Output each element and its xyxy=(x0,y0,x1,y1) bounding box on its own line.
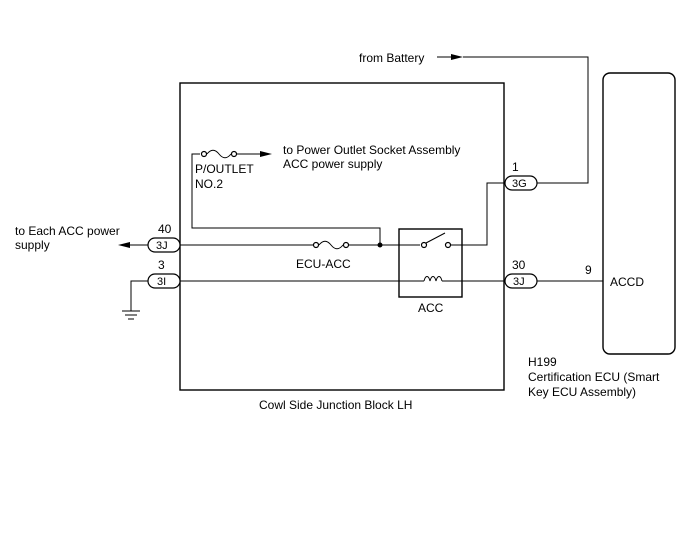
acc-relay-box xyxy=(398,228,463,298)
connector-3J-right-label: 3J xyxy=(513,276,525,288)
to-each-acc-line1: to Each ACC power xyxy=(15,224,120,238)
p-outlet-arrow-head xyxy=(260,151,272,157)
connector-3I-label: 3I xyxy=(157,276,166,288)
wire-3G-to-relay xyxy=(460,182,505,246)
ecu-acc-fuse-left-terminal xyxy=(312,241,320,249)
connector-3J-right xyxy=(504,273,538,289)
to-power-outlet-line1: to Power Outlet Socket Assembly xyxy=(283,143,460,157)
p-outlet-fuse-left-terminal xyxy=(200,150,208,158)
p-outlet-label-line2: NO.2 xyxy=(195,177,223,191)
p-outlet-wire xyxy=(191,153,381,245)
ecu-pin-9-label: 9 xyxy=(585,263,592,277)
ecu-code: H199 xyxy=(528,355,557,369)
pin-1-label: 1 xyxy=(512,160,519,174)
p-outlet-fuse-right-terminal xyxy=(230,150,238,158)
relay-switch-right-contact xyxy=(444,241,452,249)
pin-3-label: 3 xyxy=(158,258,165,272)
ecu-box xyxy=(602,72,676,355)
connector-3G-label: 3G xyxy=(512,178,527,190)
to-each-acc-line2: supply xyxy=(15,238,50,252)
ground-wire xyxy=(130,280,148,311)
connector-3J-left-label: 3J xyxy=(156,240,168,252)
to-power-outlet-line2: ACC power supply xyxy=(283,157,382,171)
from-battery-label: from Battery xyxy=(359,51,424,65)
junction-dot xyxy=(377,242,383,248)
ecu-name-line2: Key ECU Assembly) xyxy=(528,385,636,399)
p-outlet-fuse-icon xyxy=(206,149,232,159)
pin-30-label: 30 xyxy=(512,258,526,272)
battery-arrow-head xyxy=(451,54,463,60)
battery-wire xyxy=(463,56,589,184)
relay-switch-blade xyxy=(425,232,446,244)
ecu-acc-label: ECU-ACC xyxy=(296,257,351,271)
accd-label: ACCD xyxy=(610,275,644,289)
p-outlet-label-line1: P/OUTLET xyxy=(195,162,254,176)
to-each-acc-arrow-head xyxy=(118,242,130,248)
relay-coil-icon xyxy=(423,276,443,282)
ecu-name-line1: Certification ECU (Smart xyxy=(528,370,660,384)
ecu-acc-fuse-icon xyxy=(318,240,344,250)
relay-switch-left-contact xyxy=(420,241,428,249)
junction-block-box xyxy=(179,82,505,391)
acc-relay-label: ACC xyxy=(418,301,444,315)
junction-block-label: Cowl Side Junction Block LH xyxy=(259,398,412,412)
pin-40-label: 40 xyxy=(158,222,172,236)
ecu-acc-fuse-right-terminal xyxy=(342,241,350,249)
